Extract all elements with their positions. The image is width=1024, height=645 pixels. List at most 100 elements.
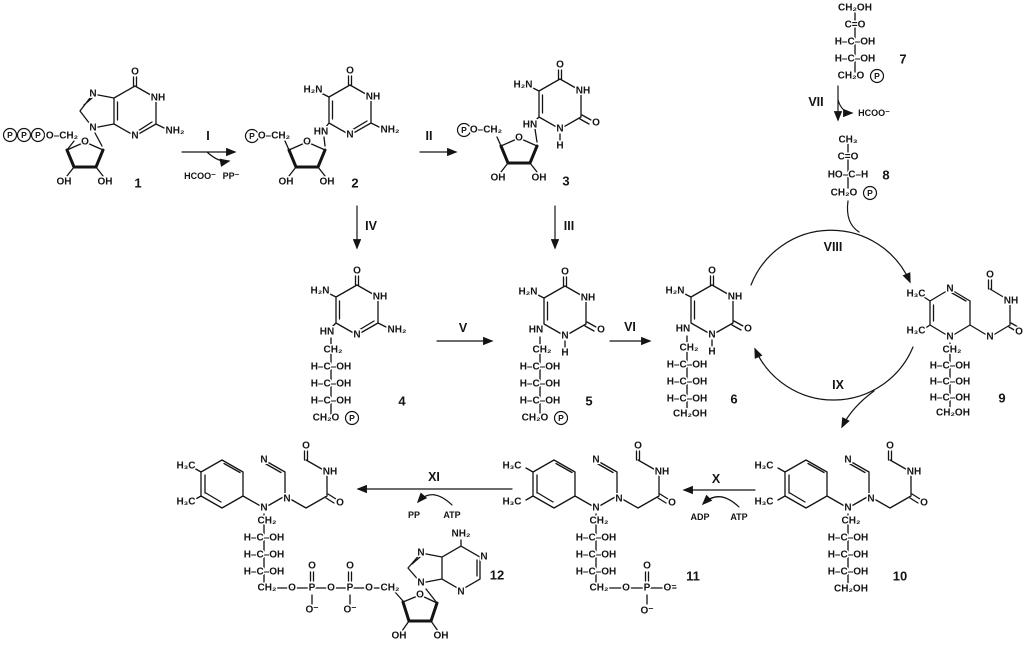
chain-hcoh: H–C–OH bbox=[244, 550, 285, 561]
atom-h3c: H₃C bbox=[502, 461, 521, 472]
atom-p: P bbox=[347, 583, 354, 594]
atom-n: N bbox=[946, 332, 953, 343]
chain-ch2: CH₂ bbox=[943, 345, 962, 356]
atom-oh: OH bbox=[279, 177, 294, 188]
atom-h2n: H₂N bbox=[666, 286, 685, 297]
atom-o: O bbox=[920, 498, 928, 509]
phosphate-p-label: P bbox=[21, 130, 27, 140]
reaction-vii: VII HCOO⁻ bbox=[807, 85, 892, 122]
atom-n: N bbox=[592, 503, 599, 514]
phosphate-circle bbox=[244, 128, 260, 144]
arrow-xi-cofactor-curve bbox=[416, 492, 453, 506]
compound-number-9: 9 bbox=[998, 391, 1005, 406]
atom-p: P bbox=[644, 583, 651, 594]
atom-o: O bbox=[886, 441, 894, 452]
atom-o: O bbox=[288, 583, 296, 594]
atom-nh: NH bbox=[581, 293, 595, 304]
compound-number-10: 10 bbox=[893, 569, 907, 584]
atom-p: P bbox=[309, 583, 316, 594]
compound-9-bonds bbox=[923, 279, 1019, 410]
atom-n: N bbox=[480, 552, 487, 563]
chain-hcoh: H–C–OH bbox=[311, 379, 352, 390]
chain-hcoh: H–C–OH bbox=[828, 550, 869, 561]
atom-nh: NH bbox=[373, 292, 387, 303]
compound-number-3: 3 bbox=[562, 174, 569, 189]
atom-o: O bbox=[561, 267, 569, 278]
chain-hcoh: H–C–OH bbox=[520, 379, 561, 390]
compound-4-bonds bbox=[327, 275, 387, 415]
atom-o: O bbox=[308, 561, 316, 572]
atom-o-minus: O⁻ bbox=[640, 606, 653, 617]
atom-o: O bbox=[622, 583, 630, 594]
phosphate-circle bbox=[553, 410, 569, 426]
atom-hn: HN bbox=[314, 127, 328, 138]
atom-oh: OH bbox=[57, 177, 72, 188]
atom-oh: OH bbox=[532, 173, 547, 184]
atom-nh: NH bbox=[728, 292, 742, 303]
phosphate-p-label: P bbox=[7, 130, 13, 140]
phosphate-circle bbox=[2, 127, 18, 143]
chain-hcoh: H–C–OH bbox=[667, 394, 708, 405]
chain-ch2: CH₂ bbox=[381, 583, 400, 594]
atom-o: O bbox=[346, 561, 354, 572]
atom-n: N bbox=[417, 548, 424, 559]
atom-n: N bbox=[592, 455, 599, 466]
chain-ch2o: CH₂O bbox=[522, 413, 549, 424]
atom-oh: OH bbox=[98, 177, 113, 188]
atom-h2n: H₂N bbox=[311, 286, 330, 297]
cofactor-ppi: PP⁻ bbox=[223, 171, 240, 181]
phosphate-circle bbox=[30, 127, 46, 143]
atom-o-ch2: O–CH₂ bbox=[258, 131, 290, 142]
compound-11-bonds bbox=[525, 450, 677, 605]
chain-hcoh: H–C–OH bbox=[930, 393, 971, 404]
cofactor-pp: PP bbox=[408, 510, 420, 520]
atom-nh: NH bbox=[1004, 296, 1018, 307]
atom-o: O bbox=[986, 270, 994, 281]
atom-oh: OH bbox=[491, 173, 506, 184]
atom-h2n: H₂N bbox=[519, 287, 538, 298]
compound-10-bonds bbox=[777, 450, 921, 585]
phosphate-circle bbox=[456, 122, 472, 138]
atom-h: H bbox=[556, 141, 563, 152]
atom-o-minus: O⁻ bbox=[343, 605, 356, 616]
compound-number-7: 7 bbox=[899, 52, 906, 67]
atom-o: O bbox=[365, 583, 373, 594]
chain-ch2oh: CH₂OH bbox=[834, 584, 868, 595]
atom-h3c: H₃C bbox=[176, 497, 195, 508]
atom-h: H bbox=[561, 348, 568, 359]
chain-hcoh: H–C–OH bbox=[576, 550, 617, 561]
atom-o: O bbox=[302, 441, 310, 452]
chain-ch2: CH₂ bbox=[324, 345, 343, 356]
chain-ch2: CH₂ bbox=[533, 345, 552, 356]
atom-nh: NH bbox=[907, 467, 921, 478]
atom-o: O bbox=[708, 266, 716, 277]
atom-o-minus: O⁻ bbox=[305, 605, 318, 616]
atom-hn: HN bbox=[320, 327, 334, 338]
compound-9: H₃C H₃C N O NH O N N CH₂ H–C–OH H–C–OH H… bbox=[905, 268, 1024, 420]
atom-n: N bbox=[844, 503, 851, 514]
compound-3: P O–CH₂ O H₂N NH O N H HN O OH OH 3 bbox=[456, 58, 602, 190]
atom-o: O bbox=[597, 325, 605, 336]
reaction-x: X ADP ATP bbox=[682, 471, 756, 524]
atom-n: N bbox=[346, 130, 353, 141]
atom-o: O bbox=[1015, 327, 1023, 338]
atom-nh: NH bbox=[323, 467, 337, 478]
chain-hcoh: H–C–OH bbox=[311, 396, 352, 407]
reaction-label-vi: VI bbox=[624, 320, 636, 334]
chain-c-eq-o: C=O bbox=[838, 152, 859, 163]
compound-number-11: 11 bbox=[686, 569, 700, 584]
reaction-label-iii: III bbox=[564, 219, 574, 233]
compound-4: O H₂N NH NH₂ N HN CH₂ H–C–OH H–C–OH H–C–… bbox=[309, 264, 408, 426]
atom-h3c: H₃C bbox=[906, 289, 925, 300]
chain-ch2o: CH₂O bbox=[838, 71, 865, 82]
atom-oh: OH bbox=[320, 177, 335, 188]
atom-o: O bbox=[668, 498, 676, 509]
compound-1: P P P O–CH₂ O NH NH₂ N N N O OH OH 1 bbox=[2, 65, 186, 192]
atom-o: O bbox=[744, 324, 752, 335]
atom-n: N bbox=[867, 494, 874, 505]
atom-n: N bbox=[260, 455, 267, 466]
arrow-vii-byproduct-curve bbox=[837, 99, 854, 118]
chain-ch2o: CH₂O bbox=[831, 188, 858, 199]
